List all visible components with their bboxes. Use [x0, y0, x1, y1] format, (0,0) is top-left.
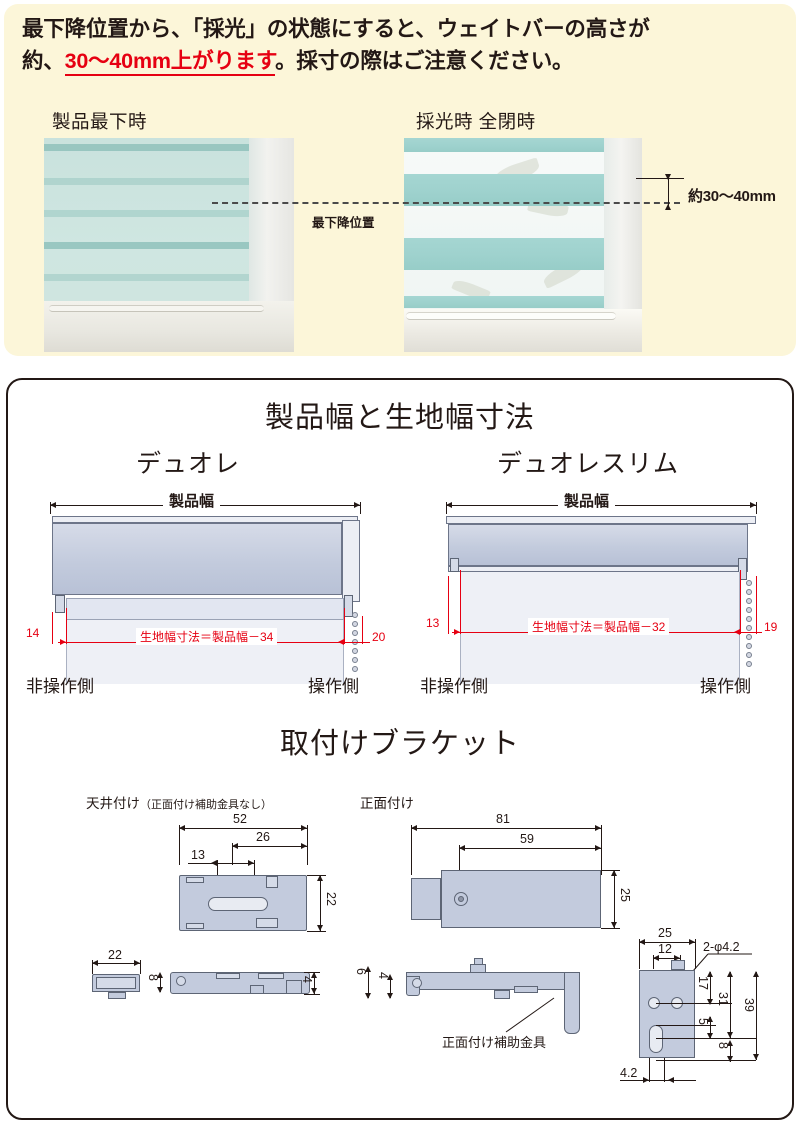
spec-panel: 製品幅と生地幅寸法 デュオレ デュオレスリム 製品幅 — [6, 378, 794, 1120]
slim-product-width-label: 製品幅 — [558, 490, 616, 511]
face-helper-profile — [406, 972, 580, 990]
photo-caption-right: 採光時 全閉時 — [416, 111, 536, 132]
slim-width-arrow-right — [750, 502, 756, 508]
ceiling-dim-8: 8 — [146, 974, 160, 981]
gap-arrow-up — [665, 204, 671, 210]
front-bracket-slot — [649, 1025, 663, 1053]
front-hole-callout: 2-φ4.2 — [703, 940, 740, 954]
duole-left-bracket — [55, 595, 65, 613]
duole-non-operation-side: 非操作側 — [26, 677, 94, 696]
gap-arrow-down — [665, 174, 671, 180]
ceiling-dim-4: 4 — [300, 976, 314, 983]
slim-headrail — [448, 524, 748, 566]
face-dim-6: 6 — [354, 968, 368, 975]
slim-width-arrow-left — [446, 502, 452, 508]
duole-product-width-label: 製品幅 — [163, 490, 221, 511]
product-name-duole: デュオレ — [135, 450, 240, 478]
gap-dimension-label: 約30〜40mm — [688, 188, 776, 205]
duole-right-margin: 20 — [372, 630, 386, 644]
width-section-title: 製品幅と生地幅寸法 — [264, 402, 535, 434]
ceiling-bracket-slot — [208, 897, 268, 911]
photo-product-lowest — [44, 138, 294, 352]
slim-headrail-bottom — [448, 566, 748, 572]
duole-width-arrow-right — [354, 502, 360, 508]
duole-right-bracket — [344, 595, 353, 617]
ceiling-mount-title-main: 天井付け — [86, 796, 140, 811]
face-helper-label: 正面付け補助金具 — [442, 1035, 547, 1050]
slim-headrail-top — [446, 516, 756, 524]
face-dim-59: 59 — [520, 832, 534, 846]
notice-line2-prefix: 約、 — [22, 48, 65, 73]
face-bracket-tail — [411, 878, 441, 920]
slim-operation-side: 操作側 — [700, 677, 751, 696]
ceiling-dim-26: 26 — [256, 830, 270, 844]
slim-left-margin: 13 — [426, 616, 440, 630]
front-dim-8: 8 — [716, 1042, 730, 1049]
gap-upper-tick — [636, 178, 684, 179]
duole-width-arrow-left — [50, 502, 56, 508]
gap-vertical-line — [668, 174, 669, 210]
ceiling-mount-title: 天井付け（正面付け補助金具なし） — [86, 792, 272, 812]
weight-bar-right — [406, 312, 616, 320]
photo-daylight-closed — [404, 138, 642, 352]
face-dim-4: 4 — [376, 972, 390, 979]
front-dim-31: 31 — [716, 992, 730, 1006]
duole-operation-side: 操作側 — [308, 677, 359, 696]
duole-headrail-endcap — [342, 520, 360, 602]
duole-left-margin: 14 — [26, 626, 40, 640]
slim-right-margin: 19 — [764, 620, 778, 634]
face-helper-screw — [470, 964, 486, 973]
front-dim-4-2: 4.2 — [620, 1066, 638, 1080]
front-screw-head — [671, 960, 685, 970]
weight-bar-left — [49, 305, 264, 312]
lowest-position-dashed-line — [212, 202, 680, 204]
notice-banner: 最下降位置から、「採光」の状態にすると、ウェイトバーの高さが 約、30〜40mm… — [4, 4, 796, 356]
front-dim-39: 39 — [742, 998, 756, 1012]
notice-highlight: 30〜40mm上がります — [64, 48, 275, 76]
product-name-duole-slim: デュオレスリム — [496, 450, 679, 478]
duole-headrail-top — [52, 516, 358, 523]
face-bracket-screw-center — [458, 896, 464, 902]
photo-caption-left: 製品最下時 — [52, 111, 148, 132]
face-dim-81: 81 — [496, 812, 510, 826]
front-dim-12: 12 — [658, 942, 672, 956]
face-dim-25-height: 25 — [618, 888, 632, 902]
front-dim-5: 5 — [696, 1018, 710, 1025]
slim-fabric-formula: 生地幅寸法＝製品幅－32 — [528, 618, 670, 635]
lowest-position-label: 最下降位置 — [312, 216, 375, 230]
duole-fabric-top — [66, 598, 344, 620]
ceiling-dim-22-height: 22 — [324, 892, 338, 906]
ceiling-dim-13: 13 — [191, 848, 205, 862]
ceiling-dim-22-width: 22 — [108, 948, 122, 962]
slim-right-bracket — [738, 558, 747, 580]
slim-left-bracket — [450, 558, 459, 572]
ceiling-dim-52: 52 — [233, 812, 247, 826]
front-dim-17: 17 — [696, 976, 710, 990]
face-helper-leg — [564, 972, 580, 1034]
bracket-section-title: 取付けブラケット — [279, 728, 520, 760]
duole-headrail — [52, 523, 342, 595]
face-mount-title: 正面付け — [360, 796, 414, 811]
slim-non-operation-side: 非操作側 — [420, 677, 488, 696]
ceiling-bracket-body — [179, 875, 307, 931]
ceiling-mount-title-note: （正面付け補助金具なし） — [140, 799, 272, 811]
notice-line1: 最下降位置から、「採光」の状態にすると、ウェイトバーの高さが — [22, 17, 650, 41]
notice-line2-suffix: 。採寸の際はご注意ください。 — [275, 48, 574, 73]
front-dim-25: 25 — [658, 926, 672, 940]
duole-fabric-formula: 生地幅寸法＝製品幅－34 — [136, 628, 278, 645]
front-bracket-plate — [639, 970, 695, 1058]
notice-text: 最下降位置から、「採光」の状態にすると、ウェイトバーの高さが 約、30〜40mm… — [22, 14, 782, 77]
